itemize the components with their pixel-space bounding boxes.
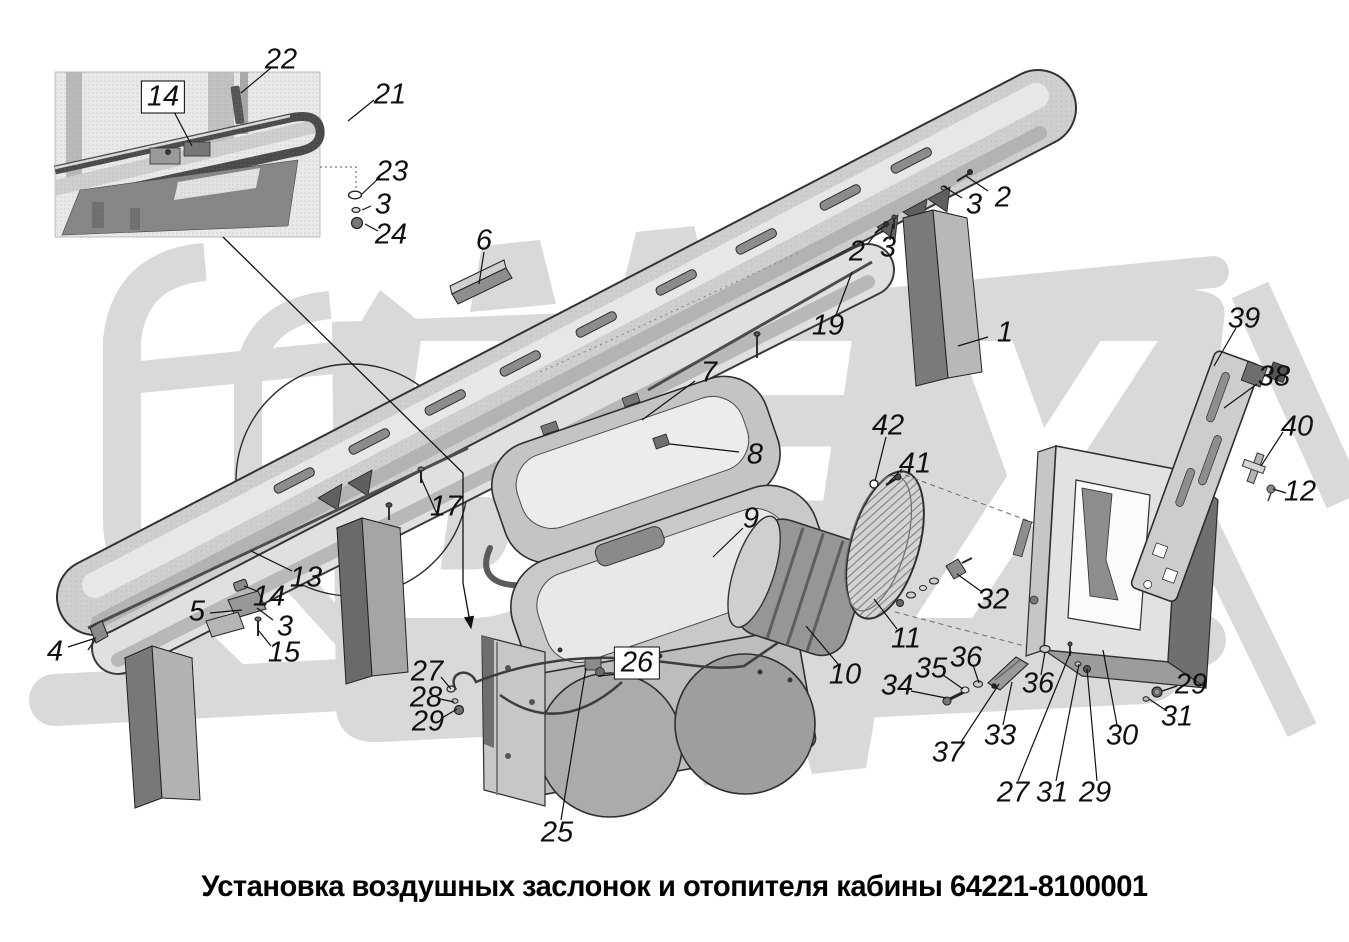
callout-3: 3 bbox=[965, 188, 983, 221]
callout-1: 1 bbox=[996, 316, 1014, 349]
callout-17: 17 bbox=[429, 490, 463, 523]
callout-5: 5 bbox=[188, 595, 206, 628]
blower-scroll-right bbox=[674, 653, 816, 795]
callout-29: 29 bbox=[1078, 776, 1112, 809]
callout-19: 19 bbox=[811, 309, 845, 342]
diagram-title: Установка воздушных заслонок и отопителя… bbox=[201, 870, 1148, 903]
instrument-panel-slab bbox=[56, 69, 1077, 636]
callout-32: 32 bbox=[976, 583, 1010, 616]
callout-41: 41 bbox=[898, 447, 932, 480]
callout-27: 27 bbox=[996, 776, 1030, 809]
callout-7: 7 bbox=[700, 356, 718, 389]
callout-31: 31 bbox=[1035, 776, 1069, 809]
support-leg-right bbox=[902, 209, 983, 387]
callout-21: 21 bbox=[373, 78, 407, 111]
callout-27: 27 bbox=[410, 655, 444, 688]
callout-4: 4 bbox=[46, 635, 64, 668]
support-leg-left bbox=[123, 645, 201, 809]
heater-assembly bbox=[452, 628, 817, 818]
callout-2: 2 bbox=[848, 235, 866, 268]
callout-28: 28 bbox=[409, 681, 443, 714]
small-pins bbox=[385, 331, 761, 520]
control-rod-13 bbox=[87, 446, 469, 630]
callout-8: 8 bbox=[746, 438, 764, 471]
callout-2: 2 bbox=[994, 181, 1012, 214]
callout-34: 34 bbox=[880, 669, 914, 702]
callout-13: 13 bbox=[289, 561, 323, 594]
callout-29: 29 bbox=[411, 705, 445, 738]
callout-9: 9 bbox=[742, 502, 760, 535]
support-leg-center bbox=[335, 517, 409, 685]
callout-14: 14 bbox=[252, 580, 286, 613]
callout-6: 6 bbox=[475, 224, 493, 257]
callout-24: 24 bbox=[374, 218, 408, 251]
callout-3: 3 bbox=[276, 610, 294, 643]
callout-39: 39 bbox=[1227, 302, 1261, 335]
hardware bbox=[87, 169, 1163, 716]
callout-42: 42 bbox=[871, 409, 905, 442]
control-rod-19 bbox=[647, 260, 873, 392]
callout-26: 26 bbox=[613, 646, 661, 680]
callout-11: 11 bbox=[890, 622, 922, 655]
callout-37: 37 bbox=[931, 736, 965, 769]
callout-14: 14 bbox=[140, 80, 186, 114]
leader-lines bbox=[67, 66, 1287, 821]
callout-30: 30 bbox=[1105, 719, 1139, 752]
blower-scroll-left bbox=[537, 672, 683, 818]
callout-31: 31 bbox=[1160, 700, 1194, 733]
callout-36: 36 bbox=[949, 641, 983, 674]
block-39 bbox=[1240, 360, 1268, 388]
callout-12: 12 bbox=[1283, 475, 1317, 508]
callout-3: 3 bbox=[879, 231, 897, 264]
callout-23: 23 bbox=[375, 155, 409, 188]
dotted-connector bbox=[320, 166, 357, 189]
heater-cable bbox=[452, 638, 783, 691]
callout-35: 35 bbox=[914, 652, 948, 685]
air-duct-10 bbox=[727, 515, 870, 657]
inset-reference-arrow bbox=[222, 236, 475, 630]
callout-25: 25 bbox=[540, 816, 574, 849]
callout-38: 38 bbox=[1257, 360, 1291, 393]
part-6-strip bbox=[449, 259, 513, 305]
callout-29: 29 bbox=[1174, 668, 1208, 701]
callout-22: 22 bbox=[264, 43, 298, 76]
callout-15: 15 bbox=[267, 636, 301, 669]
inset-detail-photo bbox=[54, 71, 325, 238]
callout-3: 3 bbox=[374, 188, 392, 221]
pin-40 bbox=[1241, 452, 1276, 502]
callout-10: 10 bbox=[828, 658, 862, 691]
callout-36: 36 bbox=[1021, 667, 1055, 700]
callout-33: 33 bbox=[983, 719, 1017, 752]
clamp-8 bbox=[652, 433, 671, 450]
callout-40: 40 bbox=[1280, 410, 1314, 443]
rail-38 bbox=[1130, 350, 1290, 603]
